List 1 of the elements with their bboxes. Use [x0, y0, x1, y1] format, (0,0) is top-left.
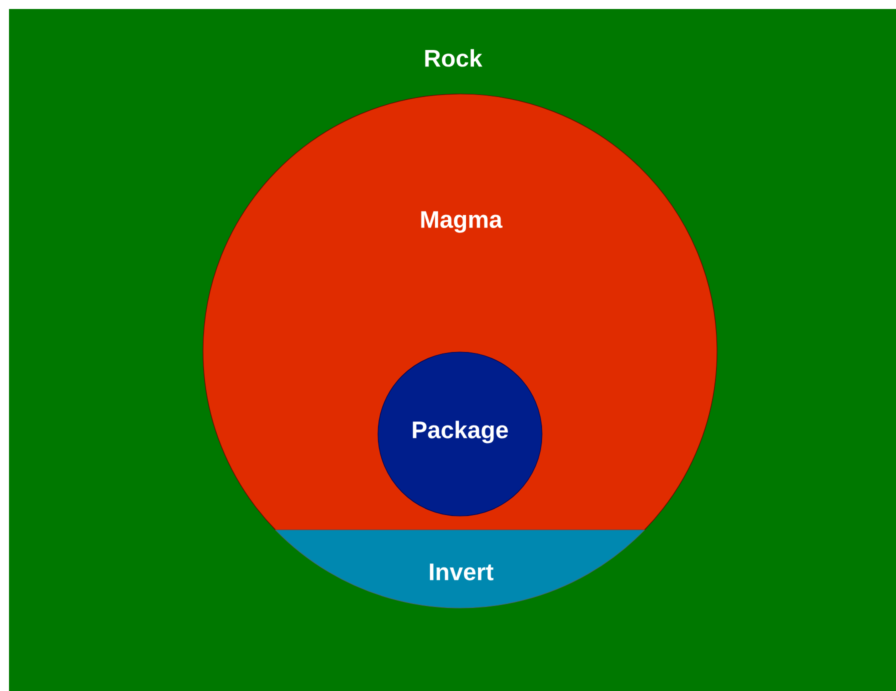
invert-segment: Invert — [275, 530, 645, 608]
